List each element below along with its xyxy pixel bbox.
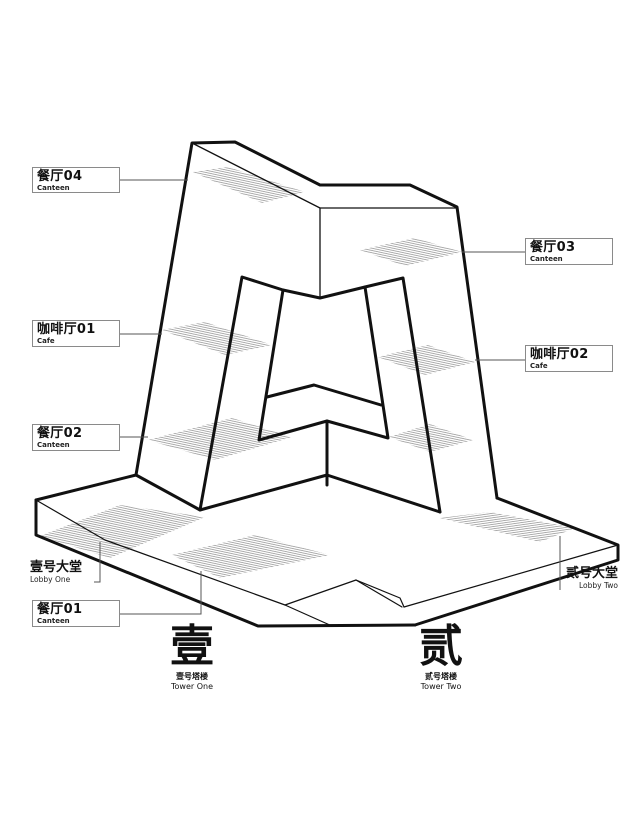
label-lobby-one: 壹号大堂 Lobby One [30, 560, 82, 584]
label-zh: 贰号大堂 [566, 566, 619, 581]
label-en: Canteen [37, 184, 70, 192]
tower-two-glyph: 贰 [419, 621, 463, 672]
label-cafe-01: 咖啡厅01 Cafe [32, 320, 120, 347]
leader-lines [94, 179, 561, 615]
tower-two-zh: 贰号塔楼 [425, 672, 457, 681]
label-zh: 餐厅03 [530, 240, 576, 255]
floor-canteen-02 [148, 418, 292, 460]
label-canteen-04: 餐厅04 Canteen [32, 167, 120, 193]
tower-one-glyph: 壹 [170, 621, 214, 672]
floor-canteen-03 [360, 238, 462, 266]
floor-lobby-one [40, 505, 205, 558]
floor-plates [40, 167, 575, 578]
floor-canteen-02b [389, 424, 473, 452]
label-en: Lobby One [30, 575, 71, 584]
label-en: Cafe [530, 362, 548, 370]
tower-two-en: Tower Two [420, 682, 462, 691]
label-zh: 咖啡厅02 [530, 347, 589, 362]
label-en: Canteen [530, 255, 563, 263]
label-zh: 壹号大堂 [30, 560, 83, 575]
label-en: Cafe [37, 337, 55, 345]
label-cafe-02: 咖啡厅02 Cafe [525, 345, 613, 372]
floor-lobby-two [440, 512, 575, 542]
label-en: Canteen [37, 617, 70, 625]
label-zh: 餐厅02 [37, 426, 83, 441]
floor-canteen-04 [193, 167, 305, 203]
floor-cafe-02 [378, 345, 475, 375]
tower-one-en: Tower One [170, 682, 213, 691]
label-zh: 餐厅01 [37, 602, 83, 617]
tower-one-zh: 壹号塔楼 [176, 672, 208, 681]
label-en: Canteen [37, 441, 70, 449]
floor-cafe-01 [162, 322, 272, 355]
label-zh: 餐厅04 [37, 169, 83, 184]
floor-canteen-01 [172, 535, 330, 578]
tower-two-label: 贰 贰号塔楼 Tower Two [409, 624, 473, 692]
label-canteen-03: 餐厅03 Canteen [525, 238, 613, 265]
label-canteen-02: 餐厅02 Canteen [32, 424, 120, 451]
label-lobby-two: 贰号大堂 Lobby Two [566, 566, 618, 590]
tower-one-label: 壹 壹号塔楼 Tower One [160, 624, 224, 692]
label-zh: 咖啡厅01 [37, 322, 96, 337]
label-en: Lobby Two [578, 581, 619, 590]
label-canteen-01: 餐厅01 Canteen [32, 600, 120, 627]
towers [134, 140, 499, 514]
